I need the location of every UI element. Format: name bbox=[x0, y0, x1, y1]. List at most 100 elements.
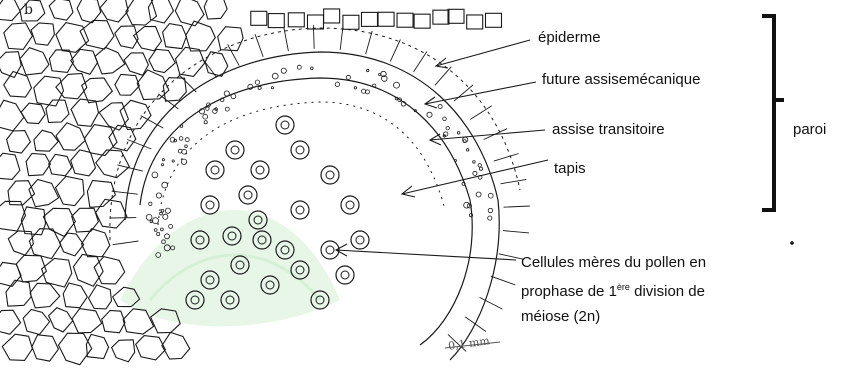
pollen-mother-cell bbox=[239, 186, 257, 204]
label-future-assise-mecanique: future assisemécanique bbox=[542, 68, 700, 92]
parenchyma-cell bbox=[0, 100, 24, 131]
tapetum-granule bbox=[231, 94, 236, 99]
parenchyma-cell bbox=[42, 258, 72, 287]
parenchyma-cell bbox=[82, 78, 113, 103]
tapetum-granule bbox=[180, 125, 183, 128]
parenchyma-cell bbox=[126, 0, 157, 25]
parenchyma-cell bbox=[77, 0, 101, 23]
parenchyma-cell bbox=[136, 336, 166, 360]
label-tapis: tapis bbox=[554, 157, 586, 181]
pollen-mother-cell-nucleus bbox=[341, 271, 349, 279]
tapetum-granule bbox=[160, 212, 163, 215]
tapetum-granule bbox=[335, 82, 339, 86]
parenchyma-cell bbox=[20, 48, 49, 75]
label-cellules-meres: Cellules mères du pollen en prophase de … bbox=[521, 250, 706, 329]
wall-division-line bbox=[491, 276, 516, 285]
parenchyma-cell bbox=[32, 335, 59, 361]
pollen-mother-cell bbox=[336, 266, 354, 284]
wall-division-line bbox=[158, 94, 178, 109]
dot-mark bbox=[790, 241, 794, 245]
tapetum-granule bbox=[156, 193, 161, 198]
wall-division-line bbox=[117, 165, 142, 171]
parenchyma-cell bbox=[96, 150, 130, 178]
wall-division-line bbox=[435, 67, 451, 86]
parenchyma-cell bbox=[6, 280, 31, 306]
arrow-cellules bbox=[336, 250, 516, 260]
epidermal-cell bbox=[361, 12, 377, 26]
parenchyma-cell bbox=[73, 255, 103, 287]
wall-division-line bbox=[340, 26, 343, 50]
tapetum-granule bbox=[443, 117, 447, 121]
epidermal-cell bbox=[414, 14, 430, 28]
pollen-mother-cell bbox=[321, 166, 339, 184]
tapetum-granule bbox=[146, 214, 152, 220]
parenchyma-cell bbox=[102, 310, 125, 332]
tapetum-granule bbox=[172, 160, 174, 162]
tapetum-granule bbox=[438, 105, 442, 109]
tapetum-granule bbox=[367, 69, 369, 71]
parenchyma-cell bbox=[2, 334, 32, 360]
parenchyma-cell bbox=[163, 24, 187, 49]
tapetum-granule bbox=[479, 167, 482, 170]
parenchyma-cell bbox=[23, 310, 49, 335]
parenchyma-cell bbox=[112, 340, 135, 362]
parenchyma-cell bbox=[95, 47, 125, 74]
label-assise-transitoire: assise transitoire bbox=[552, 118, 665, 142]
wall-division-line bbox=[503, 231, 529, 233]
pollen-mother-cell-nucleus bbox=[206, 201, 214, 209]
tapetum-granule bbox=[157, 232, 160, 235]
parenchyma-cell bbox=[0, 262, 21, 286]
parenchyma-cell bbox=[4, 23, 33, 50]
pollen-mother-cell-nucleus bbox=[211, 166, 219, 174]
parenchyma-cell bbox=[30, 283, 60, 308]
parenchyma-cell bbox=[0, 153, 20, 179]
parenchyma-cell bbox=[56, 123, 85, 150]
parenchyma-cell bbox=[0, 201, 26, 231]
tapetum-granule bbox=[185, 145, 188, 148]
wall-division-line bbox=[504, 206, 530, 207]
parenchyma-cell bbox=[86, 334, 108, 358]
wall-division-line bbox=[501, 179, 527, 183]
pollen-mother-cell-nucleus bbox=[296, 206, 304, 214]
parenchyma-cell bbox=[0, 0, 20, 21]
parenchyma-cell bbox=[56, 176, 85, 205]
wall-division-line bbox=[390, 40, 400, 62]
tapetum-granule bbox=[179, 137, 183, 141]
tapetum-granule bbox=[162, 182, 168, 188]
tapetum-granule bbox=[366, 90, 370, 94]
pollen-mother-cell-nucleus bbox=[296, 146, 304, 154]
tapetum-granule bbox=[281, 68, 286, 73]
tapetum-granule bbox=[464, 202, 470, 208]
arrow-tapis bbox=[402, 160, 548, 194]
pollen-mother-cell-nucleus bbox=[346, 201, 354, 209]
epidermal-cell bbox=[397, 13, 413, 27]
parenchyma-cell bbox=[115, 74, 139, 95]
parenchyma-cell bbox=[72, 309, 102, 333]
wall-division-line bbox=[179, 75, 197, 93]
tapetum-granule bbox=[488, 193, 493, 198]
parenchyma-cell bbox=[163, 78, 186, 102]
wall-division-line bbox=[113, 241, 139, 245]
epidermal-cell bbox=[343, 15, 359, 29]
wall-division-line bbox=[228, 44, 240, 65]
tapetum-granule bbox=[165, 208, 170, 213]
parenchyma-cell bbox=[0, 310, 21, 334]
tapetum-granule bbox=[153, 218, 159, 224]
pollen-mother-cell bbox=[351, 231, 369, 249]
parenchyma-cell bbox=[21, 207, 45, 235]
pollen-mother-cell-nucleus bbox=[256, 166, 264, 174]
tapetum-granule bbox=[258, 86, 261, 89]
tapetum-granule bbox=[161, 164, 163, 166]
wall-division-line bbox=[414, 52, 427, 72]
epidermal-cell bbox=[467, 15, 483, 29]
parenchyma-cell bbox=[218, 27, 243, 51]
parenchyma-cell bbox=[49, 154, 72, 176]
wall-division-line bbox=[112, 191, 138, 194]
parenchyma-cell bbox=[71, 150, 96, 176]
tapetum-granule bbox=[467, 149, 469, 151]
parenchyma-cell bbox=[34, 130, 58, 151]
tapetum-granule bbox=[446, 127, 449, 130]
tapetum-granule bbox=[161, 209, 164, 212]
tapetum-granule bbox=[354, 87, 356, 89]
tapetum-granule bbox=[255, 80, 259, 84]
